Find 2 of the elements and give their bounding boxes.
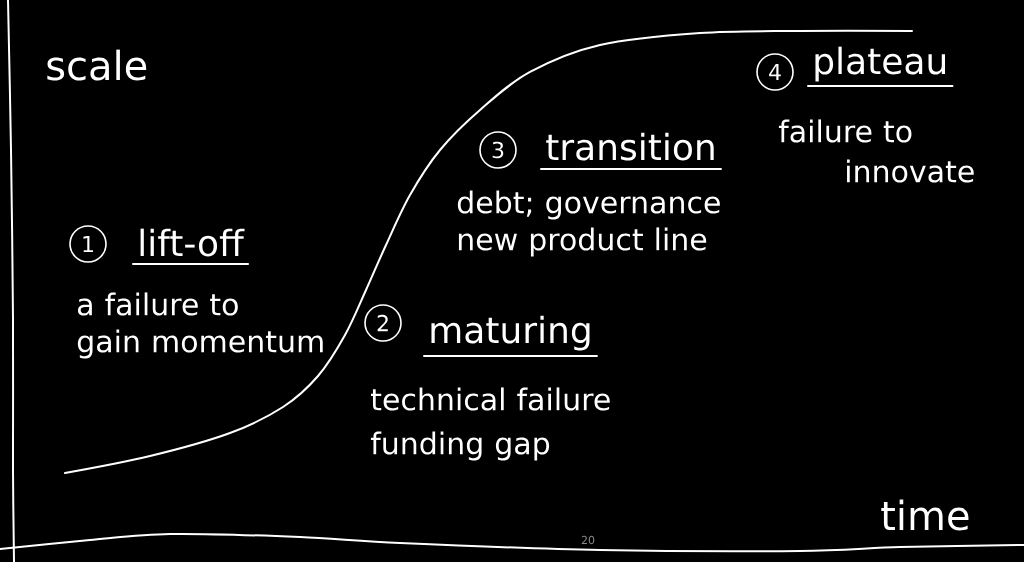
axis-label: time [881, 499, 969, 531]
page-number: 20 [581, 535, 595, 545]
